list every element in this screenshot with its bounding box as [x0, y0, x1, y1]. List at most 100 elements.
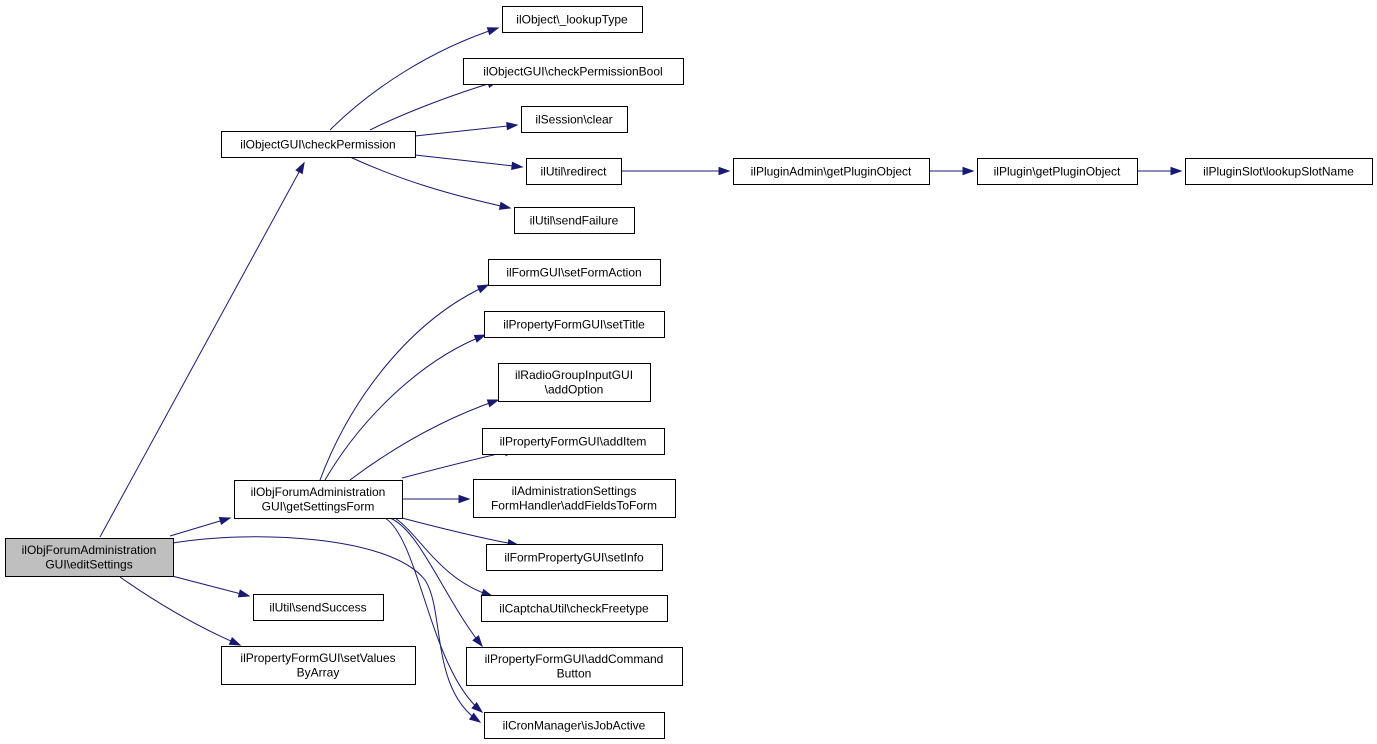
- node-checkFreetype[interactable]: ilCaptchaUtil\checkFreetype: [481, 595, 668, 622]
- edge-arrowhead: [218, 516, 232, 526]
- node-pluginGetPluginObject[interactable]: ilPlugin\getPluginObject: [977, 158, 1138, 185]
- edge-getSettingsForm-to-setFormAction: [319, 284, 490, 481]
- node-box: [481, 595, 668, 622]
- node-box: [5, 538, 174, 577]
- edge-arrowhead: [1170, 166, 1183, 176]
- edge-getSettingsForm-to-addCommandButton: [389, 517, 483, 648]
- edge-redirect-to-pluginAdminGetPluginObject: [621, 166, 731, 176]
- edge-getSettingsForm-to-addOption: [349, 399, 500, 481]
- edge-checkPermission-to-sessionClear: [414, 121, 519, 137]
- node-isJobActive[interactable]: ilCronManager\isJobActive: [484, 712, 665, 739]
- node-label: ilSession\clear: [535, 112, 612, 126]
- edge-arrowhead: [718, 166, 731, 176]
- edge-checkPermission-to-redirect: [414, 154, 524, 171]
- node-box: [488, 259, 661, 286]
- node-setFormAction[interactable]: ilFormGUI\setFormAction: [488, 259, 661, 286]
- edge-root-to-getSettingsForm: [169, 516, 232, 537]
- node-label: ilUtil\sendSuccess: [269, 600, 366, 614]
- node-box: [253, 594, 384, 621]
- node-label: GUI\getSettingsForm: [262, 500, 375, 514]
- node-label: ilObjForumAdministration: [251, 485, 386, 499]
- node-addFieldsToForm[interactable]: ilAdministrationSettingsFormHandler\addF…: [473, 479, 676, 518]
- node-label: ilCronManager\isJobActive: [503, 718, 646, 732]
- node-lookupType[interactable]: ilObject\_lookupType: [502, 6, 643, 33]
- node-checkPermission[interactable]: ilObjectGUI\checkPermission: [221, 131, 416, 158]
- edge-line: [384, 517, 483, 713]
- node-label: Button: [557, 667, 592, 681]
- edge-arrowhead: [498, 201, 512, 210]
- node-box: [482, 428, 665, 455]
- edge-checkPermission-to-checkPermissionBool: [369, 79, 500, 131]
- node-label: \addOption: [545, 383, 604, 397]
- nodes-layer: ilObjForumAdministrationGUI\editSettings…: [5, 6, 1373, 739]
- edge-root-to-checkPermission: [99, 161, 305, 538]
- node-sendSuccess[interactable]: ilUtil\sendSuccess: [253, 594, 384, 621]
- node-redirect[interactable]: ilUtil\redirect: [526, 158, 622, 185]
- node-label: ilPropertyFormGUI\setValues: [240, 651, 395, 665]
- edge-checkPermission-to-sendFailure: [349, 156, 512, 210]
- edge-line: [119, 576, 241, 646]
- node-addItem[interactable]: ilPropertyFormGUI\addItem: [482, 428, 665, 455]
- edge-line: [171, 575, 250, 597]
- node-label: ilCaptchaUtil\checkFreetype: [499, 601, 649, 615]
- node-pluginAdminGetPluginObject[interactable]: ilPluginAdmin\getPluginObject: [733, 158, 930, 185]
- edge-line: [99, 162, 305, 538]
- node-checkPermissionBool[interactable]: ilObjectGUI\checkPermissionBool: [463, 58, 684, 85]
- node-label: ilPluginAdmin\getPluginObject: [751, 164, 912, 178]
- node-box: [526, 158, 622, 185]
- node-label: ByArray: [297, 666, 340, 680]
- node-sendFailure[interactable]: ilUtil\sendFailure: [514, 207, 635, 234]
- node-label: ilObjectGUI\checkPermissionBool: [483, 64, 662, 78]
- edge-root-to-setValuesByArray: [119, 576, 242, 646]
- edge-pluginGetPluginObject-to-lookupSlotName: [1137, 166, 1183, 176]
- edge-arrowhead: [506, 121, 519, 131]
- node-label: ilAdministrationSettings: [512, 484, 637, 498]
- edge-arrowhead: [228, 636, 242, 646]
- node-box: [977, 158, 1138, 185]
- node-setTitle[interactable]: ilPropertyFormGUI\setTitle: [484, 311, 665, 338]
- edge-line: [349, 156, 511, 209]
- node-box: [463, 58, 684, 85]
- node-label: ilObject\_lookupType: [516, 12, 628, 26]
- node-box: [484, 311, 665, 338]
- edge-root-to-sendSuccess: [171, 575, 251, 598]
- edge-arrowhead: [458, 494, 471, 504]
- node-box: [498, 363, 651, 402]
- node-label: ilPropertyFormGUI\addCommand: [485, 652, 664, 666]
- node-label: ilFormPropertyGUI\setInfo: [504, 550, 644, 564]
- edge-arrowhead: [471, 701, 484, 713]
- edge-line: [329, 27, 499, 131]
- node-getSettingsForm[interactable]: ilObjForumAdministrationGUI\getSettingsF…: [234, 480, 403, 519]
- node-label: ilPropertyFormGUI\setTitle: [503, 317, 645, 331]
- node-box: [733, 158, 930, 185]
- node-label: ilUtil\redirect: [540, 164, 607, 178]
- edge-line: [401, 517, 519, 546]
- node-box: [484, 712, 665, 739]
- edge-arrowhead: [237, 589, 251, 598]
- node-box: [221, 131, 416, 158]
- edge-line: [172, 536, 481, 723]
- edge-arrowhead: [468, 712, 482, 723]
- edge-line: [414, 124, 518, 137]
- node-box: [473, 479, 676, 518]
- edge-arrowhead: [486, 27, 500, 36]
- node-label: ilRadioGroupInputGUI: [515, 368, 633, 382]
- node-box: [521, 106, 628, 133]
- node-label: ilPropertyFormGUI\addItem: [500, 434, 647, 448]
- node-lookupSlotName[interactable]: ilPluginSlot\lookupSlotName: [1185, 158, 1373, 185]
- node-addOption[interactable]: ilRadioGroupInputGUI\addOption: [498, 363, 651, 402]
- edge-getSettingsForm-to-addFieldsToForm: [402, 494, 471, 504]
- edge-checkPermission-to-lookupType: [329, 27, 500, 131]
- edge-arrowhead: [472, 635, 483, 648]
- edge-arrowhead: [473, 334, 487, 343]
- edge-arrowhead: [486, 399, 500, 408]
- node-sessionClear[interactable]: ilSession\clear: [521, 106, 628, 133]
- edge-arrowhead: [511, 161, 524, 171]
- node-box: [502, 6, 643, 33]
- node-label: ilPlugin\getPluginObject: [994, 164, 1121, 178]
- node-setInfo[interactable]: ilFormPropertyGUI\setInfo: [486, 544, 663, 571]
